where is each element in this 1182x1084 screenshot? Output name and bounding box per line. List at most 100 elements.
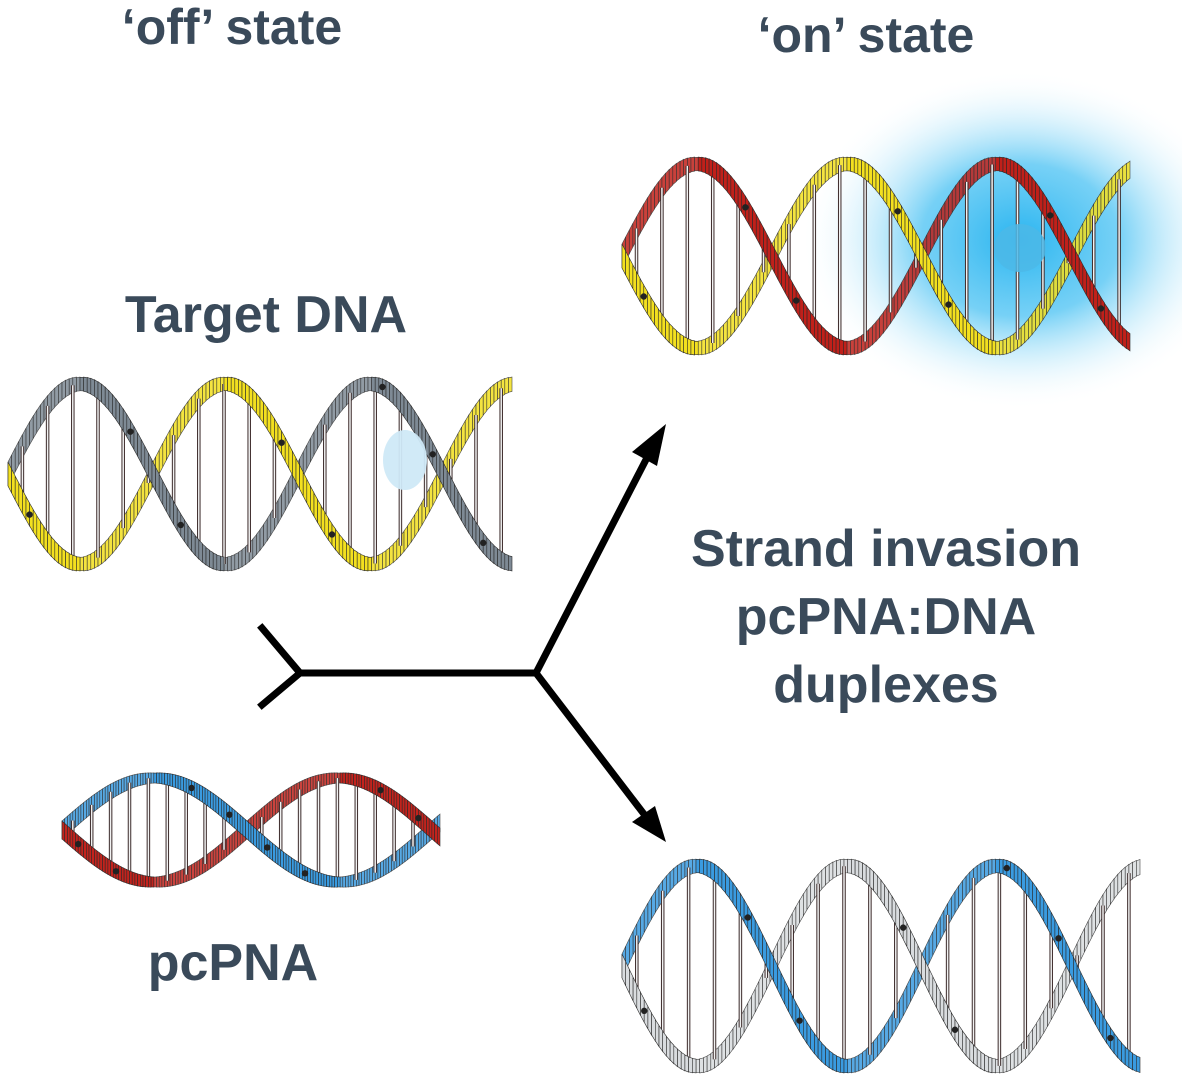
bottom-duplex-strand-b-segment [1028,876,1033,904]
pcpna-strand-b-segment [329,875,333,888]
bottom-duplex-strand-b-segment [1047,905,1052,936]
on-duplex-strand-a-segment [792,198,797,231]
pcpna-strand-b-segment [366,867,371,884]
bottom-duplex-phosphate-dot [641,1007,648,1015]
bottom-duplex-strand-b-segment [655,884,660,914]
bottom-duplex-strand-b-segment [976,862,982,884]
bottom-duplex-strand-b-segment [710,861,715,882]
bottom-duplex-strand-a-segment [988,1056,993,1074]
on-duplex-strand-a-segment [966,319,971,345]
bottom-duplex-strand-a-segment [680,1051,686,1072]
target-dna-strand-b-segment [162,480,167,512]
target-dna-strand-a-segment [353,549,358,570]
on-duplex-strand-b-segment [828,332,833,353]
pcpna-strand-a-segment [99,852,103,872]
target-dna-strand-b-segment [198,539,203,564]
bottom-duplex-strand-a-segment [655,1018,660,1048]
on-duplex-strand-b-segment [832,335,837,355]
target-dna-strand-a-segment [432,474,437,506]
on-duplex-strand-a-segment [1104,181,1109,210]
arrow-up-head [632,424,666,466]
target-dna-strand-b-segment [101,383,106,407]
bottom-duplex-strand-a-segment [747,996,752,1027]
bottom-duplex-strand-a-segment [692,1058,697,1074]
on-duplex-strand-b-segment [752,206,757,240]
pcpna-strand-b-segment [215,794,219,815]
on-duplex-strand-a-segment [973,327,978,351]
pcpna-strand-b-segment [102,786,106,806]
pcpna-strand-b-segment [326,874,330,888]
on-duplex-strand-a-segment [752,272,757,306]
pcpna-strand-b-segment [75,806,79,828]
target-dna-strand-b-segment [194,534,200,560]
on-duplex-strand-a-segment [988,338,993,356]
pcpna-strand-a-segment [364,775,368,791]
bottom-duplex-strand-a-segment [1084,920,1089,953]
on-duplex-strand-b-segment [705,157,710,176]
target-dna-strand-b-segment [396,387,401,413]
pcpna-strand-b-segment [377,861,381,880]
bottom-duplex-strand-b-segment [762,934,767,967]
on-duplex-phosphate-dot [742,204,749,211]
bottom-duplex-strand-a-segment [743,1002,749,1034]
on-duplex-strand-b-segment [1104,302,1109,331]
on-duplex-strand-b-segment [647,191,652,222]
on-duplex-strand-a-segment [716,328,721,351]
bottom-duplex-phosphate-dot [1107,1034,1114,1042]
on-duplex-strand-a-segment [1126,160,1131,182]
target-dna-strand-a-segment [324,511,329,542]
bottom-duplex-strand-a-segment [758,973,763,1006]
target-dna-strand-a-segment [313,491,318,524]
on-duplex-strand-b-segment [835,337,841,355]
on-duplex-strand-a-segment [1035,302,1040,332]
pcpna-strand-b-segment [385,856,389,876]
bottom-duplex-strand-b-segment [984,859,989,878]
target-dna-strand-b-segment [263,518,268,547]
on-duplex-strand-a-segment [777,225,782,257]
on-duplex-strand-a-segment [719,324,724,348]
target-dna-strand-a-segment [277,423,282,456]
bottom-duplex-strand-a-segment [721,1038,726,1063]
pcpna-strand-b-segment [399,846,403,867]
on-duplex-strand-a-segment [726,315,732,341]
on-duplex-strand-a-segment [1122,162,1127,186]
bottom-duplex-strand-b-segment [939,910,945,941]
on-duplex-strand-a-segment [679,333,684,354]
target-dna-strand-b-segment [94,379,99,400]
bottom-duplex-strand-b-segment [1102,1014,1107,1045]
bottom-duplex-strand-a-segment [688,1056,693,1074]
bottom-duplex-strand-a-segment [936,984,941,1016]
pcpna-strand-a-segment [137,873,141,887]
target-dna-strand-b-segment [338,389,344,415]
on-duplex-strand-a-segment [817,166,822,191]
pcpna-strand-a-segment [331,772,335,785]
target-dna-strand-b-segment [407,399,412,429]
bottom-duplex-strand-b-segment [692,858,697,874]
target-dna-strand-a-segment [202,382,207,405]
bottom-duplex-strand-b-segment [736,886,741,917]
target-dna-strand-b-segment [335,392,340,420]
pcpna-strand-a-segment [358,774,362,789]
bottom-duplex-strand-a-segment [1121,866,1126,890]
target-dna-strand-a-segment [317,498,322,530]
bottom-duplex-strand-a-segment [888,889,893,920]
target-dna-strand-b-segment [454,484,459,515]
target-dna-strand-b-segment [119,402,124,432]
target-dna-strand-b-segment [353,378,358,399]
bottom-duplex-strand-a-segment [651,1012,656,1043]
target-dna-strand-a-segment [65,550,70,570]
target-dna-strand-b-segment [392,384,398,409]
target-dna-strand-a-segment [25,495,30,528]
pcpna-strand-b-segment [350,874,354,888]
target-dna-strand-b-segment [158,473,164,506]
target-dna-strand-b-segment [302,444,308,476]
pcpna-phosphate-dot [75,840,82,848]
bottom-duplex-strand-a-segment [729,1027,734,1056]
on-duplex-strand-a-segment [999,339,1004,356]
bottom-duplex-strand-b-segment [777,965,782,998]
pcpna-strand-b-segment [418,830,422,852]
on-duplex-strand-a-segment [861,159,866,180]
target-dna-strand-a-segment [360,554,365,572]
pcpna-strand-a-segment [356,773,360,788]
target-dna-strand-a-segment [58,544,63,567]
